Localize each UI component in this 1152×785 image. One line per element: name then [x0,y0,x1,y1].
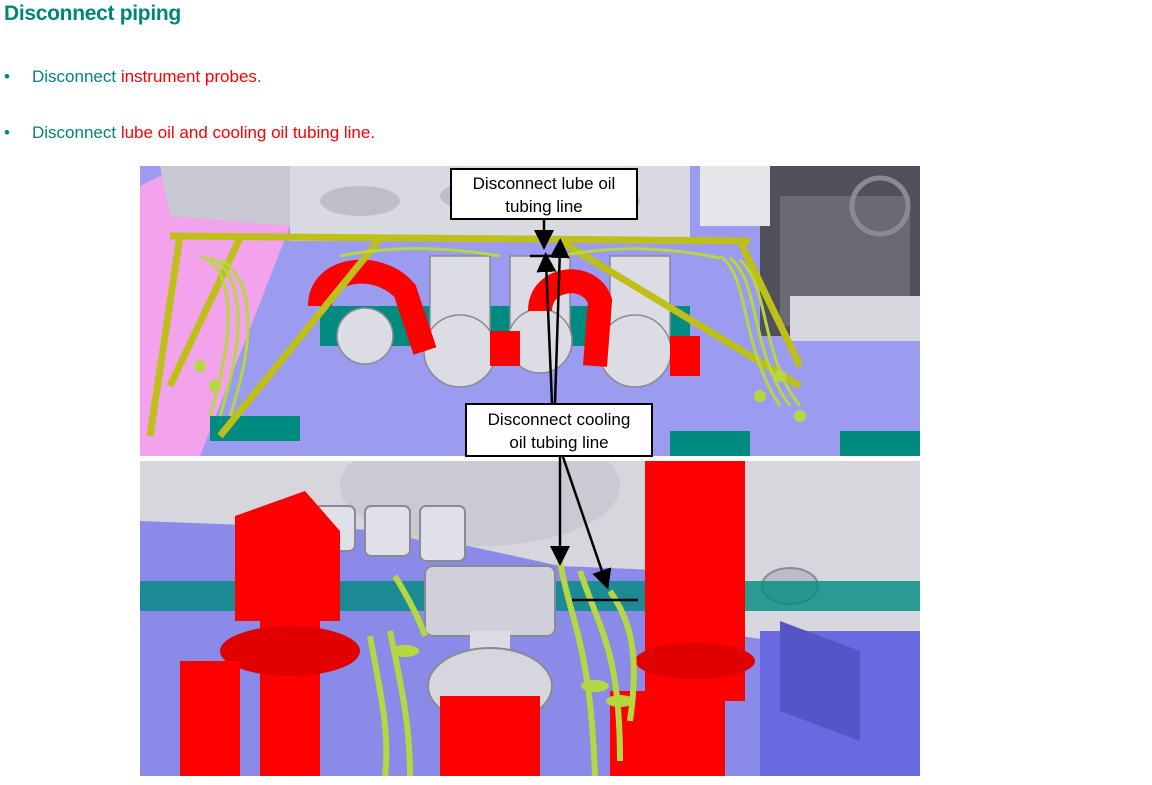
bottom-cad-render [140,461,920,776]
page-title: Disconnect piping [4,2,181,25]
callout-text: Disconnect cooling [487,410,631,429]
callout-text: tubing line [505,197,583,216]
bullet-tubing-lines: • Disconnect lube oil and cooling oil tub… [4,123,375,143]
callout-text: Disconnect lube oil [472,174,616,193]
bullet-suffix: . [256,67,262,86]
callout-lube-oil: Disconnect lube oil tubing line [450,168,638,220]
bullet-marker: • [4,123,10,142]
bullet-text: Disconnect [32,123,121,142]
bullet-text: Disconnect [32,67,121,86]
bullet-instrument-probes: • Disconnect instrument probes. [4,67,262,87]
callout-text: oil tubing line [509,433,609,452]
bullet-marker: • [4,67,10,86]
bullet-highlight: lube oil and cooling oil tubing line. [120,123,376,142]
bullet-highlight: instrument probes [120,67,257,86]
callout-cooling-oil: Disconnect cooling oil tubing line [465,403,653,457]
